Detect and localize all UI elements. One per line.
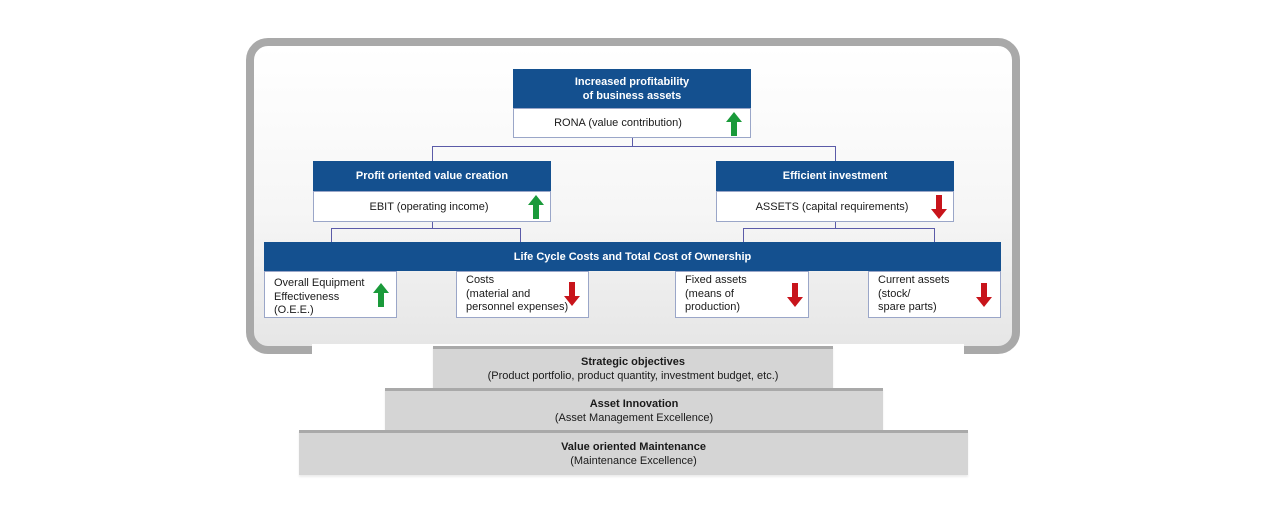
step-asset-innovation: Asset Innovation (Asset Management Excel… (385, 388, 883, 431)
connector-assets-right-drop (934, 228, 935, 242)
step-strategic-objectives: Strategic objectives (Product portfolio,… (433, 346, 833, 389)
top-node-metric-box: RONA (value contribution) (513, 108, 751, 138)
connector-assets-horizontal (743, 228, 935, 229)
lcc-item-label: Overall Equipment Effectiveness (O.E.E.) (274, 277, 365, 316)
lcc-title: Life Cycle Costs and Total Cost of Owner… (264, 242, 1001, 271)
lcc-item-label: Costs (material and personnel expenses) (466, 274, 569, 313)
branch-profit-title: Profit oriented value creation (313, 161, 551, 191)
branch-profit-metric: EBIT (operating income) (369, 200, 489, 213)
arrow-down-icon (931, 195, 947, 219)
connector-right-drop (835, 146, 836, 161)
connector-assets-left-drop (743, 228, 744, 242)
step-title: Value oriented Maintenance (561, 441, 706, 453)
lcc-item-fixed-assets: Fixed assets (means of production) (675, 271, 809, 318)
connector-top-horizontal (432, 146, 836, 147)
arrow-down-icon (787, 283, 803, 307)
arrow-down-icon (564, 282, 580, 306)
step-value-oriented-maintenance: Value oriented Maintenance (Maintenance … (299, 430, 968, 475)
arrow-up-icon (373, 283, 389, 307)
step-subtitle: (Product portfolio, product quantity, in… (487, 370, 779, 382)
connector-top-vertical (632, 137, 633, 147)
lcc-item-oee: Overall Equipment Effectiveness (O.E.E.) (264, 271, 397, 318)
branch-investment-metric: ASSETS (capital requirements) (755, 200, 909, 213)
lcc-item-current-assets: Current assets (stock/ spare parts) (868, 271, 1001, 318)
step-title: Strategic objectives (581, 356, 685, 368)
step-subtitle: (Maintenance Excellence) (570, 455, 697, 467)
step-title: Asset Innovation (589, 398, 679, 410)
arrow-down-icon (976, 283, 992, 307)
top-node-metric: RONA (value contribution) (554, 117, 682, 129)
top-node-title: Increased profitability of business asse… (513, 69, 751, 108)
branch-investment-title: Efficient investment (716, 161, 954, 191)
connector-ebit-right-drop (520, 228, 521, 242)
connector-ebit-vertical (432, 221, 433, 229)
lcc-item-label: Current assets (stock/ spare parts) (878, 274, 950, 313)
lcc-item-label: Fixed assets (means of production) (685, 274, 747, 313)
arrow-up-icon (528, 195, 544, 219)
connector-assets-vertical (835, 221, 836, 229)
branch-investment-metric-box: ASSETS (capital requirements) (716, 191, 954, 222)
branch-profit-metric-box: EBIT (operating income) (313, 191, 551, 222)
arrow-up-icon (726, 112, 742, 136)
connector-left-drop (432, 146, 433, 161)
connector-ebit-left-drop (331, 228, 332, 242)
lcc-item-costs: Costs (material and personnel expenses) (456, 271, 589, 318)
step-subtitle: (Asset Management Excellence) (554, 412, 714, 424)
connector-ebit-horizontal (331, 228, 521, 229)
